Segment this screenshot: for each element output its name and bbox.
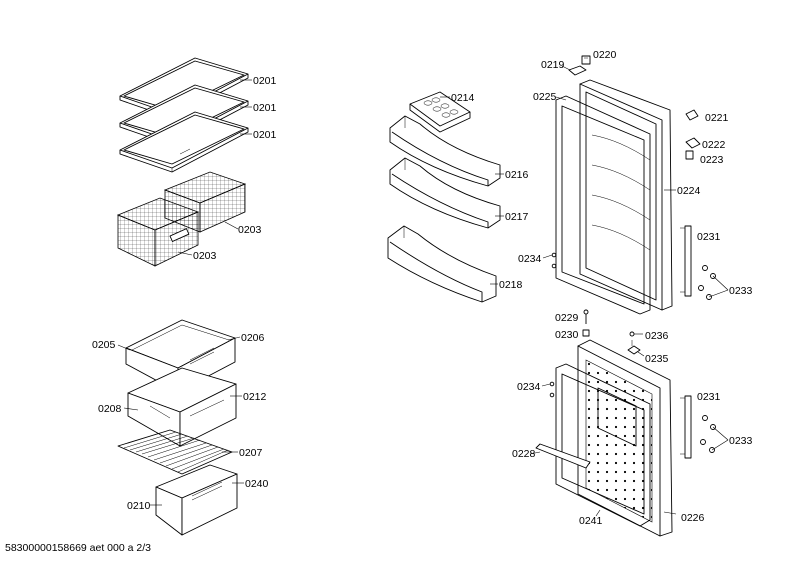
label-0222: 0222	[702, 139, 726, 151]
drawer-bottom[interactable]	[155, 464, 238, 536]
label-0201-middle: 0201	[253, 102, 277, 114]
screws-0233-upper[interactable]	[698, 265, 716, 300]
hinge-block-0235[interactable]	[627, 340, 641, 355]
door-shelf-lower[interactable]	[387, 225, 497, 303]
door-shelf-upper[interactable]	[389, 115, 501, 187]
label-0220: 0220	[593, 49, 617, 61]
screws-0233-lower[interactable]	[700, 415, 716, 453]
hinge-part-0222[interactable]	[685, 137, 701, 149]
screws-0234-upper[interactable]	[551, 252, 557, 269]
label-0225: 0225	[533, 91, 557, 103]
label-0231-upper: 0231	[697, 231, 721, 243]
freezer-door[interactable]	[577, 339, 673, 537]
label-0226: 0226	[681, 512, 705, 524]
label-0219: 0219	[541, 59, 565, 71]
label-0201-top: 0201	[253, 75, 277, 87]
label-0212: 0212	[243, 391, 267, 403]
drawer-middle[interactable]	[127, 367, 237, 447]
label-0214: 0214	[451, 92, 475, 104]
label-0205: 0205	[92, 339, 116, 351]
label-0221: 0221	[705, 112, 729, 124]
label-0201-bottom: 0201	[253, 129, 277, 141]
label-0206: 0206	[241, 332, 265, 344]
label-0234-upper: 0234	[518, 253, 542, 265]
label-0229: 0229	[555, 312, 579, 324]
part-0236[interactable]	[629, 331, 635, 337]
freezer-flap-0228[interactable]	[535, 443, 591, 469]
screws-0234-lower[interactable]	[549, 381, 555, 398]
label-0240: 0240	[245, 478, 269, 490]
hinge-cover-0219[interactable]	[568, 65, 587, 76]
hinge-part-0221[interactable]	[685, 109, 699, 121]
label-0224: 0224	[677, 185, 701, 197]
label-0230: 0230	[555, 329, 579, 341]
label-0217: 0217	[505, 211, 529, 223]
label-0231-lower: 0231	[697, 391, 721, 403]
hinge-cap-0220[interactable]	[581, 55, 591, 65]
label-0210: 0210	[127, 500, 151, 512]
document-reference-footer: 58300000158669 aet 000 a 2/3	[5, 542, 151, 554]
label-0216: 0216	[505, 169, 529, 181]
label-0203-rear: 0203	[238, 224, 262, 236]
label-0207: 0207	[239, 447, 263, 459]
bushing-0230[interactable]	[582, 329, 590, 337]
pin-0229[interactable]	[583, 309, 589, 324]
glass-shelf-bottom[interactable]	[119, 111, 249, 173]
label-0228: 0228	[512, 448, 536, 460]
label-0218: 0218	[499, 279, 523, 291]
label-0241: 0241	[579, 515, 603, 527]
label-0235: 0235	[645, 353, 669, 365]
fridge-door[interactable]	[579, 79, 673, 311]
door-handle-upper[interactable]	[680, 225, 692, 297]
freezer-door-gasket[interactable]	[555, 363, 651, 527]
hinge-part-0223[interactable]	[685, 150, 694, 160]
label-0223: 0223	[700, 154, 724, 166]
fridge-door-gasket[interactable]	[555, 95, 651, 315]
label-0203-front: 0203	[193, 250, 217, 262]
door-shelf-middle[interactable]	[389, 157, 501, 229]
wire-basket-front[interactable]	[116, 197, 200, 267]
door-handle-lower[interactable]	[680, 395, 692, 459]
label-0233-upper: 0233	[729, 285, 753, 297]
label-0208: 0208	[98, 403, 122, 415]
label-0236: 0236	[645, 330, 669, 342]
egg-tray[interactable]	[409, 91, 471, 133]
label-0234-lower: 0234	[517, 381, 541, 393]
label-0233-lower: 0233	[729, 435, 753, 447]
